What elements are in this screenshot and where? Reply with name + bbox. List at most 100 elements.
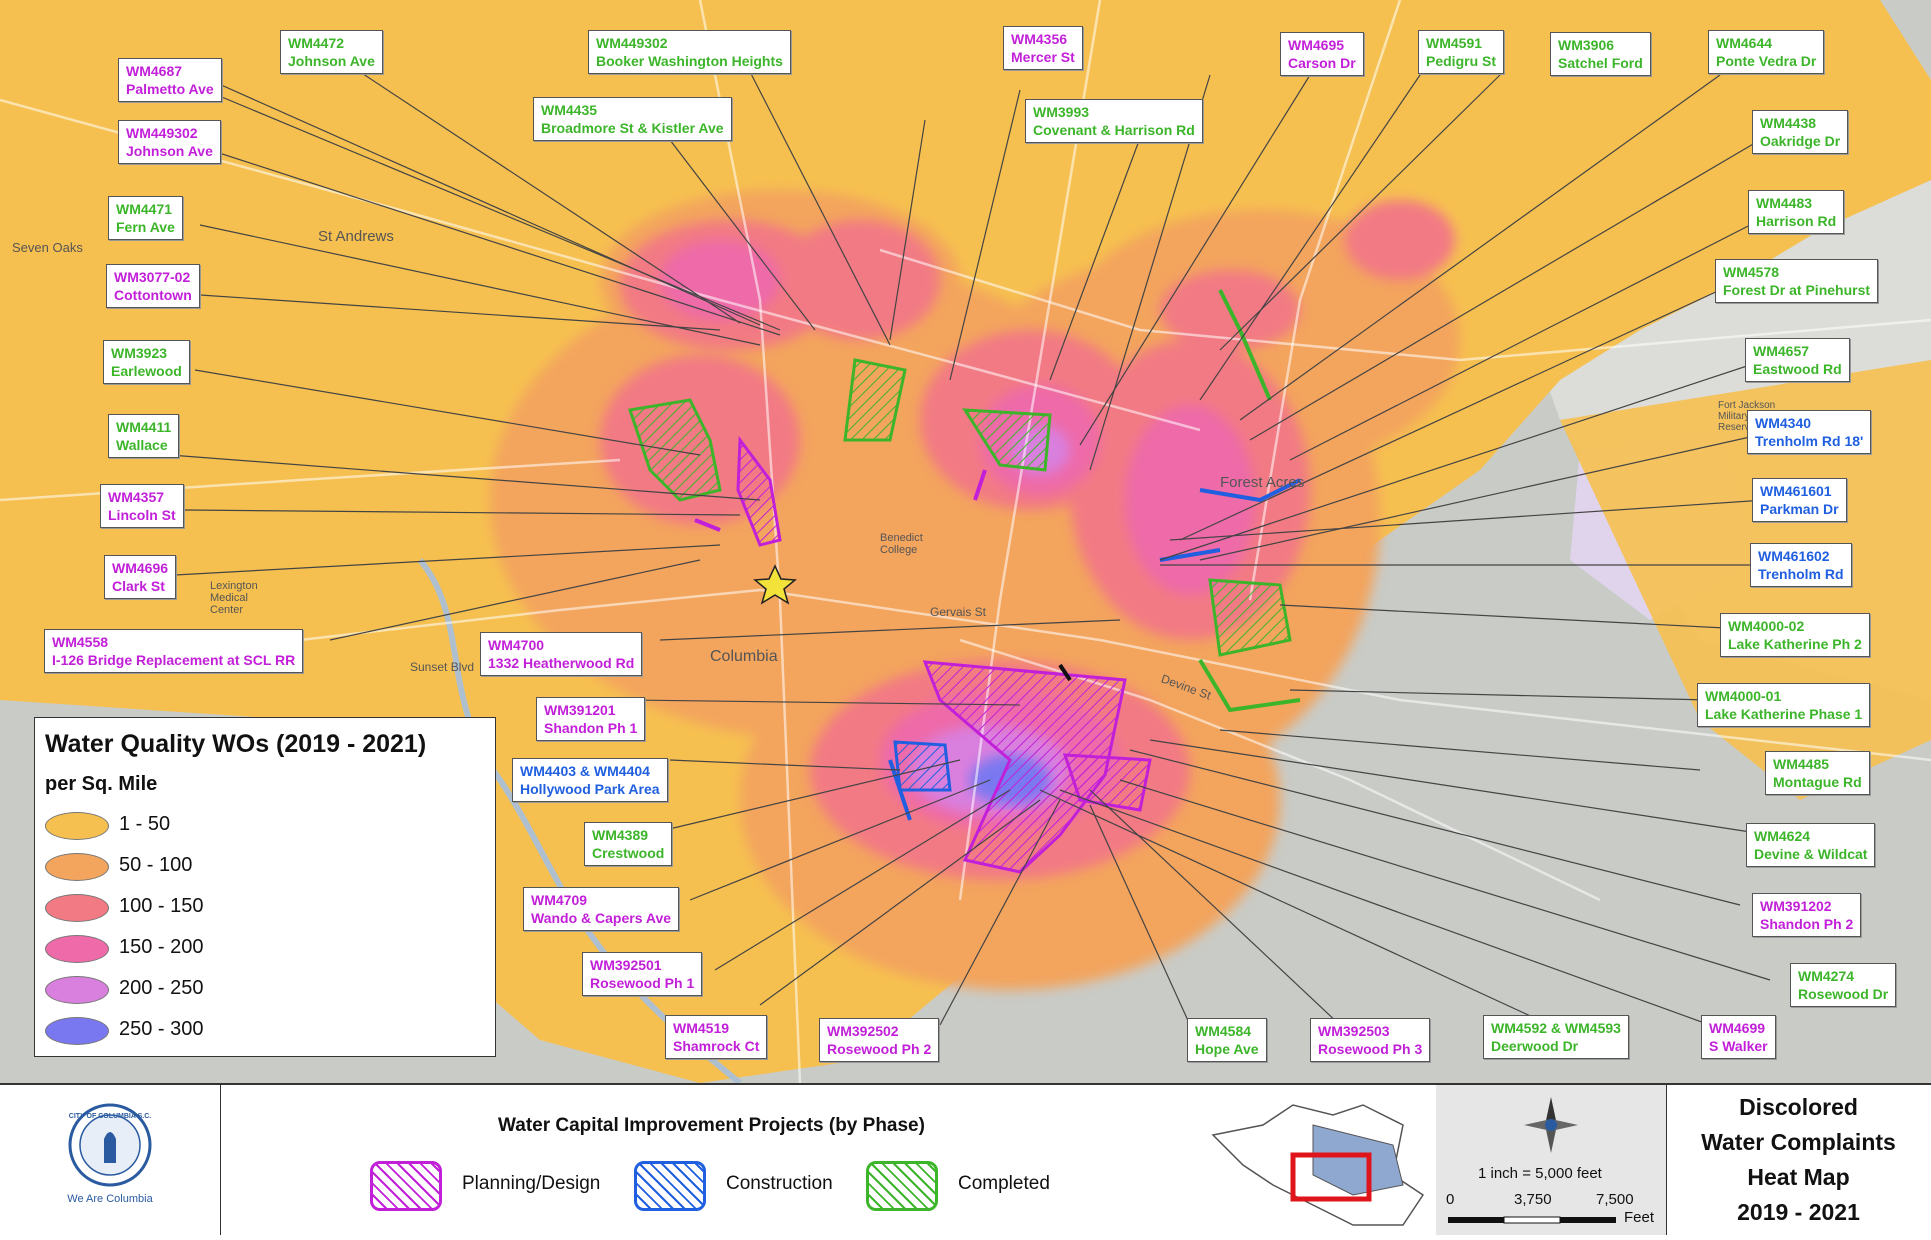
- callout-id: WM4519: [673, 1020, 730, 1036]
- heat-label: 150 - 200: [119, 936, 204, 958]
- callout-name: Broadmore St & Kistler Ave: [541, 120, 724, 136]
- heat-swatch-2: [45, 853, 109, 881]
- callout-id: WM4389: [592, 827, 649, 843]
- heat-label: 1 - 50: [119, 813, 171, 835]
- heat-legend: Water Quality WOs (2019 - 2021) per Sq. …: [34, 717, 496, 1057]
- heat-legend-row: 100 - 150: [45, 890, 345, 924]
- callout-id: WM4483: [1756, 195, 1813, 211]
- callout-name: Johnson Ave: [126, 143, 213, 159]
- heat-label: 50 - 100: [119, 854, 193, 876]
- locator-map-inset: [1211, 1104, 1425, 1226]
- capitol-star-icon: [753, 564, 797, 605]
- callout-name: Fern Ave: [116, 219, 175, 235]
- callout-name: Eastwood Rd: [1753, 361, 1842, 377]
- callout-name: Palmetto Ave: [126, 81, 214, 97]
- scale-ratio: 1 inch = 5,000 feet: [1478, 1165, 1602, 1182]
- callout-id: WM4000-02: [1728, 618, 1805, 634]
- callout-id: WM4356: [1011, 31, 1068, 47]
- road-label-sunset-blvd: Sunset Blvd: [410, 660, 475, 674]
- heat-label: 100 - 150: [119, 895, 204, 917]
- callout-name: Covenant & Harrison Rd: [1033, 122, 1195, 138]
- locator-map[interactable]: [1203, 1085, 1437, 1235]
- hatch-swatch-construction: [634, 1161, 706, 1211]
- project-legend-title: Water Capital Improvement Projects (by P…: [498, 1115, 925, 1136]
- project-polygons-construction: [893, 740, 952, 792]
- callout-id: WM391202: [1760, 898, 1832, 914]
- callout-name: Rosewood Dr: [1798, 986, 1889, 1002]
- callout-name: Carson Dr: [1288, 55, 1356, 71]
- callout-name: Oakridge Dr: [1760, 133, 1841, 149]
- callout-id: WM4411: [116, 419, 172, 435]
- callout-name: Johnson Ave: [288, 53, 375, 69]
- callout-id: WM392503: [1318, 1023, 1390, 1039]
- callout-name: Hope Ave: [1195, 1041, 1259, 1057]
- callout-name: Mercer St: [1011, 49, 1075, 65]
- callout-id: WM449302: [596, 35, 668, 51]
- callout-id: WM4699: [1709, 1020, 1766, 1036]
- road-label-gervais: Gervais St: [930, 605, 987, 619]
- heat-legend-row: 50 - 100: [45, 849, 345, 883]
- project-polygons-planning: [736, 435, 1152, 874]
- map-area[interactable]: Columbia St Andrews Forest Acres Seven O…: [0, 0, 1931, 1083]
- callout-id: WM4357: [108, 489, 165, 505]
- leader-lines: [169, 61, 1771, 1026]
- heat-label: 200 - 250: [119, 977, 204, 999]
- hatch-swatch-completed: [866, 1161, 938, 1211]
- callout-id: WM4696: [112, 560, 169, 576]
- place-label-lexington-medical: Lexington Medical Center: [210, 580, 258, 616]
- callout-id: WM4695: [1288, 37, 1345, 53]
- callout-id: WM3077-02: [114, 269, 191, 285]
- callout-name: Rosewood Ph 3: [1318, 1041, 1423, 1057]
- place-label-benedict-college: Benedict College: [880, 532, 923, 556]
- callout-id: WM392501: [590, 957, 662, 973]
- callout-id: WM3906: [1558, 37, 1615, 53]
- callout-id: WM4558: [52, 634, 109, 650]
- seal-text: CITY OF COLUMBIA S.C.: [68, 1113, 152, 1120]
- heat-swatch-1: [45, 812, 109, 840]
- callout-id: WM461602: [1758, 548, 1830, 564]
